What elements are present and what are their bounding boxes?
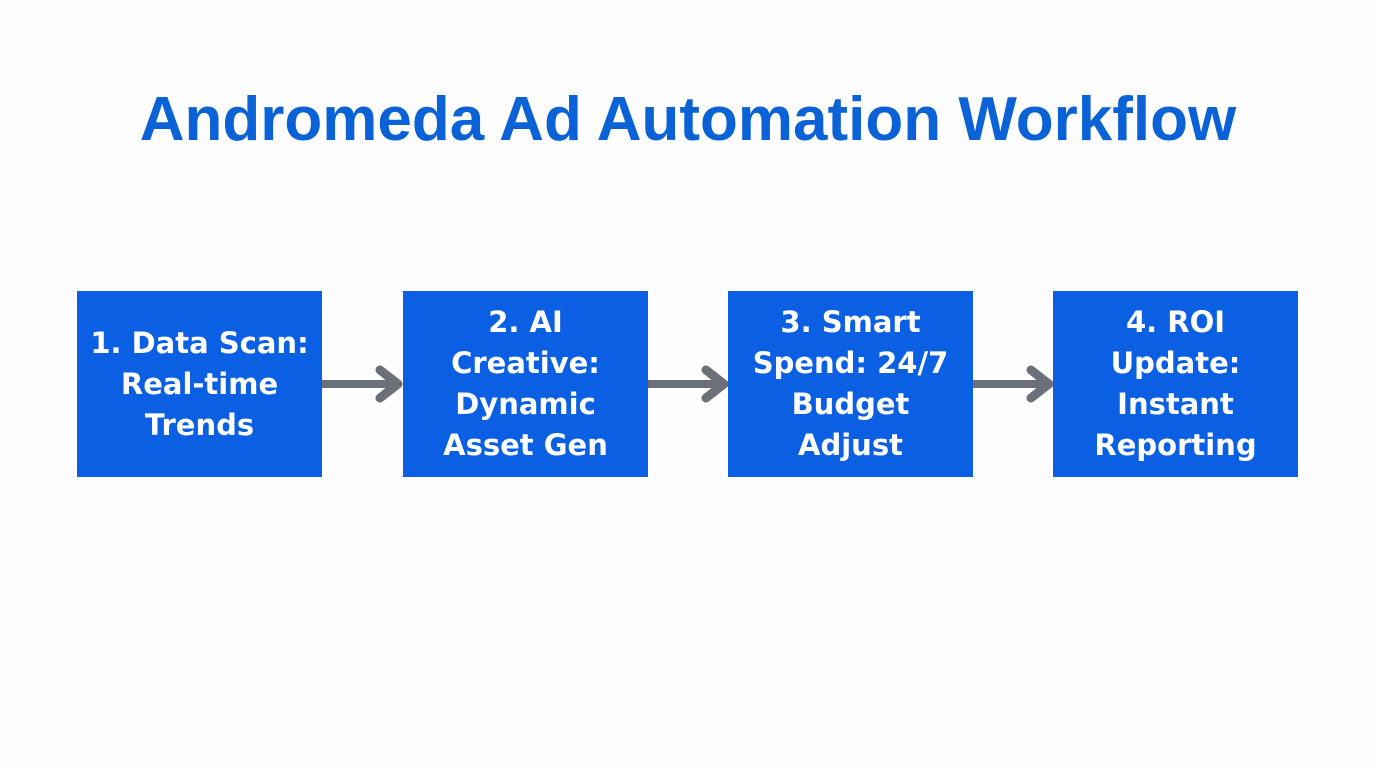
step-4-label: 4. ROI Update: Instant Reporting bbox=[1094, 305, 1257, 462]
step-3-label: 3. Smart Spend: 24/7 Budget Adjust bbox=[752, 305, 949, 462]
diagram-title: Andromeda Ad Automation Workflow bbox=[139, 85, 1237, 154]
step-2-box: 2. AI Creative: Dynamic Asset Gen bbox=[403, 291, 648, 477]
arrow-right-icon bbox=[648, 365, 729, 403]
step-1-label: 1. Data Scan: Real-time Trends bbox=[90, 325, 309, 442]
arrow-right-icon bbox=[322, 365, 403, 403]
step-1-box: 1. Data Scan: Real-time Trends bbox=[77, 291, 322, 477]
step-4-box: 4. ROI Update: Instant Reporting bbox=[1053, 291, 1298, 477]
step-2-label: 2. AI Creative: Dynamic Asset Gen bbox=[443, 305, 608, 462]
arrow-right-icon bbox=[973, 365, 1054, 403]
step-3-box: 3. Smart Spend: 24/7 Budget Adjust bbox=[728, 291, 973, 477]
